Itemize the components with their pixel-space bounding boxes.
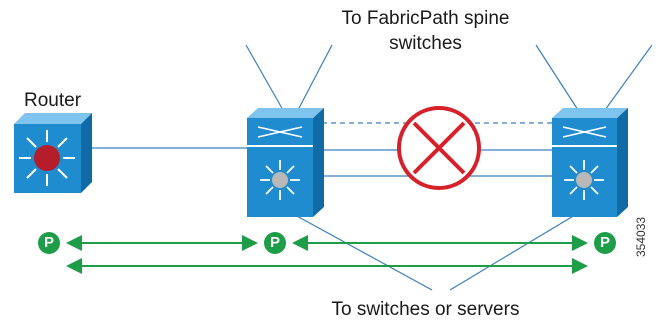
uplink-line [604,44,653,111]
spine-label-line1: To FabricPath spine [341,8,510,29]
switch-icon [247,108,324,217]
spine-label-line2: switches [389,33,462,54]
bottom-label: To switches or servers [331,299,520,320]
uplink-line [245,44,284,111]
downlink-line [294,214,433,291]
uplink-line [297,44,333,111]
figure-id: 354033 [634,216,648,257]
router-label: Router [24,90,82,111]
router-icon [14,113,92,193]
p-badge: P [264,232,286,254]
blocked-link-icon [397,106,481,190]
downlink-line [449,214,576,291]
p-badge: P [38,232,60,254]
p-badge: P [594,232,616,254]
uplink-line [535,44,579,111]
switch-icon [552,108,628,217]
